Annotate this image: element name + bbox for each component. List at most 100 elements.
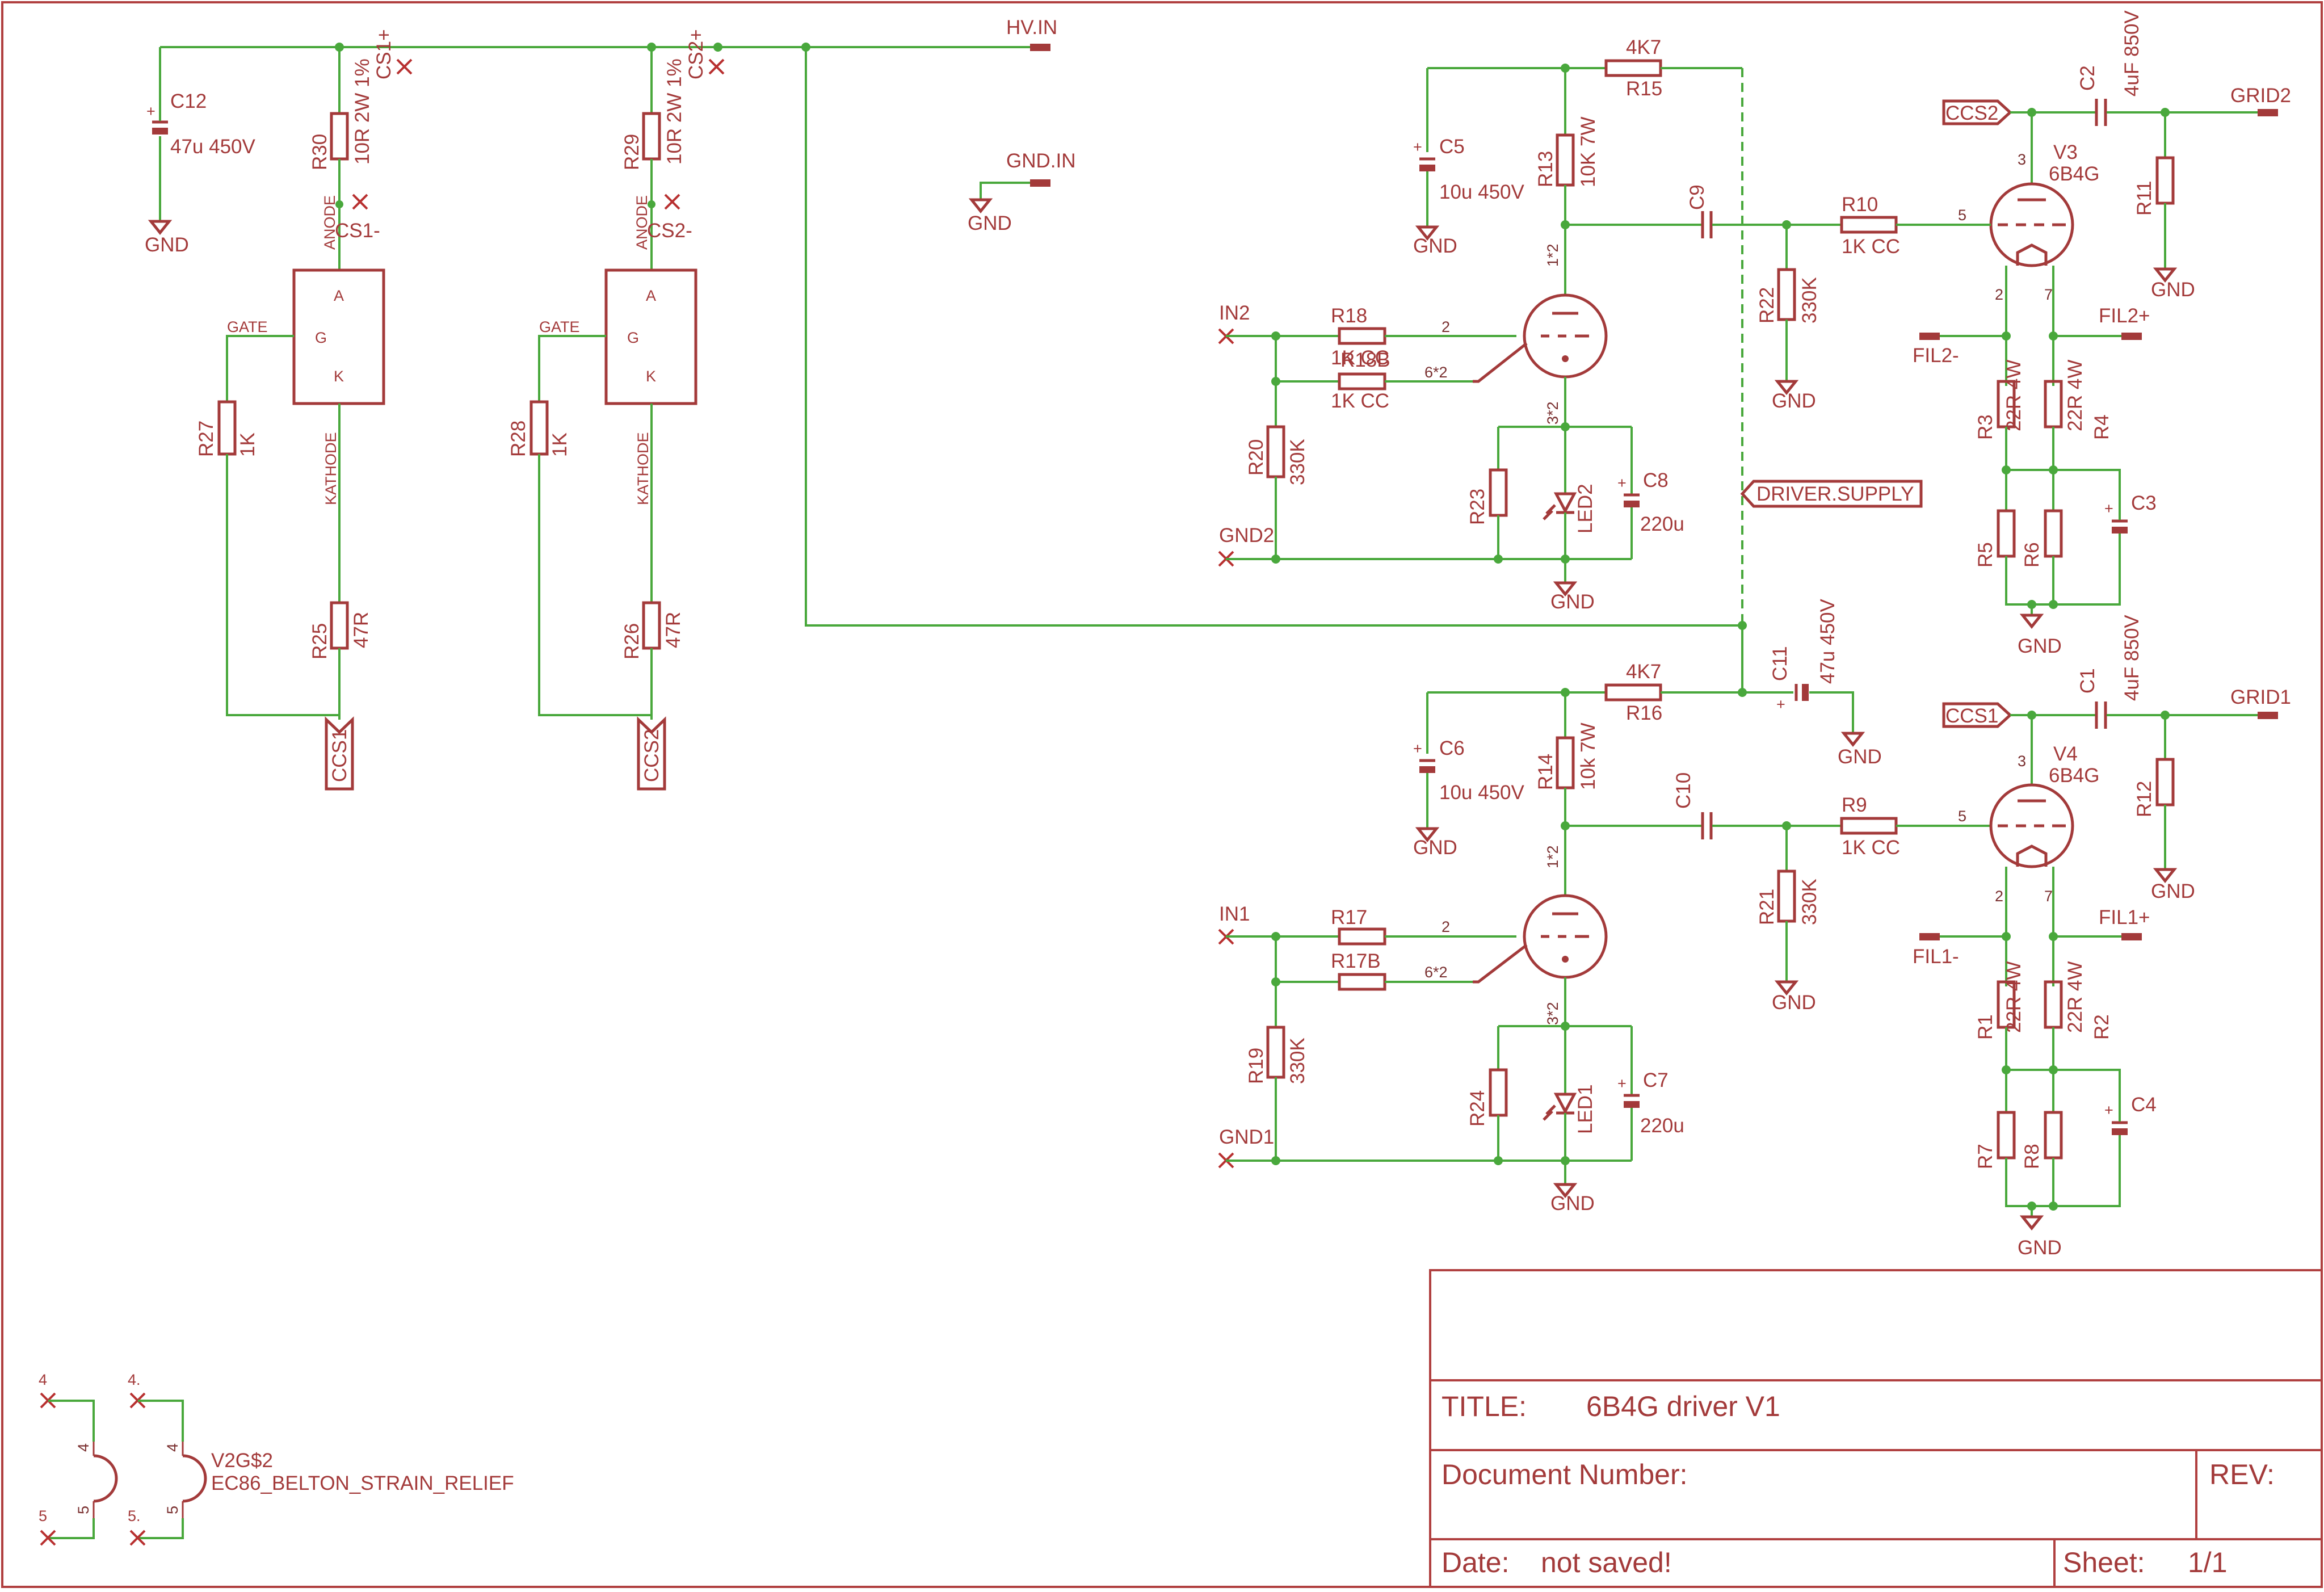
junction <box>1738 688 1747 697</box>
wire <box>2006 1069 2121 1104</box>
r10-body <box>1840 216 1898 234</box>
r18b-name: R18B <box>1340 349 1390 371</box>
r3-name: R3 <box>1974 414 1997 440</box>
pin-g: G <box>627 329 639 346</box>
pin-1x2: 1*2 <box>1544 845 1561 868</box>
v4-envelope <box>1989 783 2074 868</box>
pin-k: K <box>334 368 344 385</box>
led1-symbol <box>1553 1093 1577 1115</box>
led1-arrow <box>1545 1104 1556 1115</box>
r4-value: 22R 4W <box>2064 360 2086 431</box>
r5-name: R5 <box>1974 542 1997 568</box>
cathode-lead <box>1473 944 1528 984</box>
r26-body <box>642 601 661 650</box>
junction <box>2049 465 2058 474</box>
pin-3x2: 3*2 <box>1544 401 1561 425</box>
led1-name: LED1 <box>1574 1084 1596 1134</box>
title-label: TITLE: <box>1442 1391 1527 1422</box>
r27-name: R27 <box>195 421 217 457</box>
c3-plate <box>2112 527 2128 534</box>
pin-6x2: 6*2 <box>1424 964 1448 981</box>
ccs2-port-label: CCS2 <box>641 729 663 782</box>
r6-name: R6 <box>2021 542 2043 568</box>
pin-5: 5 <box>1958 808 1966 825</box>
ccs1-port <box>1942 702 2012 728</box>
r20-body <box>1266 425 1285 478</box>
grid1-label: GRID1 <box>2230 686 2291 708</box>
pin-4: 4 <box>164 1443 181 1452</box>
r21-value: 330K <box>1798 879 1821 925</box>
cs2-minus-label: CS2- <box>647 220 692 242</box>
r16-body <box>1604 683 1662 702</box>
c8-name: C8 <box>1643 469 1669 492</box>
r25-name: R25 <box>309 623 331 660</box>
junction <box>2027 600 2036 609</box>
cs1-minus-noconnect <box>352 194 368 210</box>
c12-name: C12 <box>170 90 207 112</box>
r22-name: R22 <box>1756 287 1778 324</box>
c5-plate <box>1419 165 1435 171</box>
r28-value: 1K <box>549 432 571 457</box>
pin-2: 2 <box>1995 888 2003 905</box>
gnd-label: GND <box>1550 591 1595 613</box>
kathode-pin-label: KATHODE <box>634 432 652 505</box>
v4-value: 6B4G <box>2049 765 2100 787</box>
junction <box>1494 555 1503 564</box>
r17-name: R17 <box>1331 906 1367 929</box>
rev-label: REV: <box>2209 1459 2275 1490</box>
r19-body <box>1266 1026 1285 1079</box>
r1-value: 22R 4W <box>2003 961 2025 1033</box>
led1-arrow <box>1543 1110 1553 1121</box>
cs1-plus-label: CS1+ <box>373 29 395 79</box>
ground-symbol <box>2153 868 2178 884</box>
c5-value: 10u 450V <box>1439 181 1525 203</box>
r30-body <box>330 112 349 161</box>
ground-symbol <box>1415 225 1440 241</box>
r22-value: 330K <box>1798 277 1821 324</box>
r11-name: R11 <box>2133 180 2155 216</box>
r14-name: R14 <box>1535 754 1557 790</box>
pin-7: 7 <box>2044 888 2053 905</box>
pin-3: 3 <box>2018 151 2026 168</box>
junction <box>2049 600 2058 609</box>
plus-sign: + <box>1776 696 1785 713</box>
ground-symbol <box>968 198 993 214</box>
kathode-pin-label: KATHODE <box>322 432 339 505</box>
ccs2-port-label: CCS2 <box>1945 102 1998 124</box>
r30-name: R30 <box>309 134 331 170</box>
cathode-lead <box>1473 342 1528 383</box>
pin-5: 5 <box>164 1506 181 1514</box>
driver-supply-wire <box>805 47 1743 695</box>
r4-body <box>2044 380 2063 429</box>
v2g-name: V2G$2 <box>211 1450 273 1472</box>
r28-body <box>529 400 549 456</box>
c12-value: 47u 450V <box>170 136 256 158</box>
wire <box>2005 534 2121 606</box>
pin-4: 4 <box>75 1443 92 1452</box>
r10-name: R10 <box>1842 194 1878 216</box>
r17b-name: R17B <box>1331 950 1381 972</box>
r7-body <box>1997 1111 2016 1160</box>
junction <box>1494 1156 1503 1165</box>
c11-name: C11 <box>1769 646 1791 681</box>
gnd-label: GND <box>1838 746 1882 768</box>
plus-sign: + <box>2104 500 2113 517</box>
c5-name: C5 <box>1439 136 1465 158</box>
wire <box>138 1518 184 1539</box>
pin-5: 5 <box>1958 207 1966 224</box>
junction <box>1738 621 1747 630</box>
r9-body <box>1840 817 1898 835</box>
c4-name: C4 <box>2131 1094 2157 1116</box>
r7-name: R7 <box>1974 1144 1997 1169</box>
c1-value: 4uF 850V <box>2121 615 2143 701</box>
gnd-label: GND <box>2151 279 2195 301</box>
pin-k: K <box>646 368 656 385</box>
ground-symbol <box>1553 581 1578 597</box>
r24-body <box>1489 1068 1508 1117</box>
wire <box>1275 936 1339 983</box>
fil1-minus-label: FIL1- <box>1913 946 1959 968</box>
fil2-minus-pin <box>1919 333 1940 340</box>
r30-value: 10R 2W 1% <box>351 58 373 165</box>
wire <box>2005 1135 2121 1207</box>
ground-symbol <box>2019 614 2044 629</box>
